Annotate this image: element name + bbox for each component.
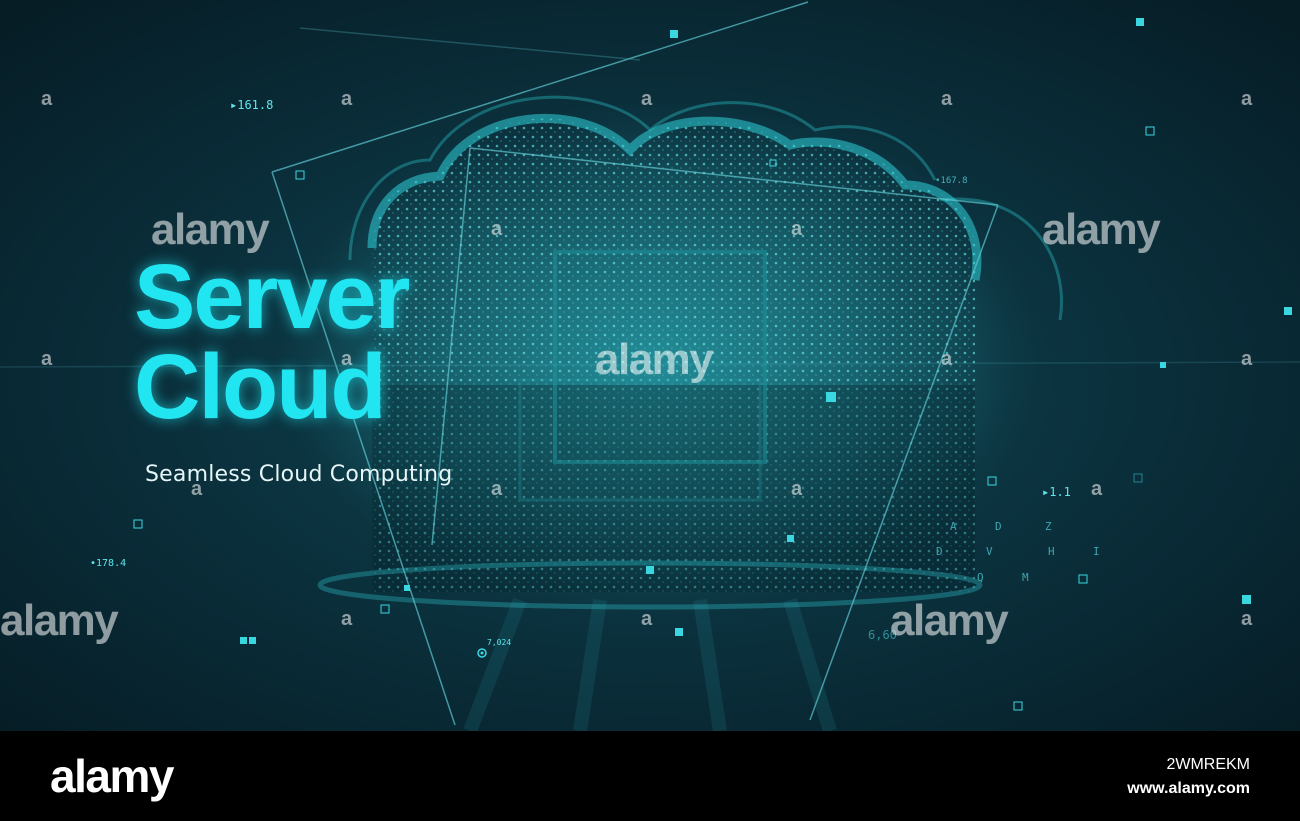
watermark-letter: a: [791, 218, 803, 240]
watermark-letter: a: [641, 88, 653, 110]
hero-scene: ▸161.8 •167.8 ▸1.1 •178.4 7,024 6,60 A D…: [0, 0, 1300, 731]
watermark: alamy: [595, 335, 714, 384]
wireframe-lines: [0, 1, 1300, 726]
watermark: alamy: [0, 596, 119, 645]
watermark: alamy: [890, 596, 1009, 645]
watermark-letter: a: [1241, 88, 1253, 110]
watermark-letter: a: [491, 218, 503, 240]
data-particles: [133, 18, 1292, 711]
cloud-data-matrix: [372, 118, 977, 592]
headline-line-2: Cloud: [134, 336, 387, 438]
watermark: alamy: [1042, 205, 1161, 254]
hud-letter: I: [1093, 545, 1100, 558]
watermark-letter: a: [791, 478, 803, 500]
background-graphics: [0, 1, 1300, 731]
watermark-letter: a: [941, 348, 953, 370]
alamy-logo: alamy: [50, 750, 174, 802]
hud-readout: ▸1.1: [1042, 485, 1071, 499]
hud-readout: ▸161.8: [230, 98, 274, 112]
hud-readout: 6,60: [868, 628, 897, 642]
site-url[interactable]: www.alamy.com: [1127, 780, 1250, 797]
watermark-letter: a: [341, 88, 353, 110]
hud-letter: V: [986, 545, 993, 558]
watermark-letter: a: [641, 608, 653, 630]
watermark-letter: a: [341, 608, 353, 630]
watermark-letter: a: [1091, 478, 1103, 500]
watermark-letter: a: [1241, 608, 1253, 630]
hud-readout: 7,024: [487, 638, 512, 647]
hud-letter: Z: [1045, 520, 1052, 533]
watermark-letter: a: [941, 88, 953, 110]
hud-readout: •167.8: [935, 176, 968, 186]
headline-line-1: Server: [134, 246, 410, 348]
watermark-letter: a: [191, 478, 203, 500]
hud-letter: D: [936, 545, 943, 558]
footer-image-info: 2WMREKM www.alamy.com: [1127, 753, 1250, 801]
watermark: alamy: [151, 205, 270, 254]
footer-bar: alamy 2WMREKM www.alamy.com: [0, 731, 1300, 821]
cloud-icon: [367, 113, 982, 281]
hud-letter: M: [1022, 571, 1029, 584]
watermark-letter: a: [491, 478, 503, 500]
hud-letter: A: [950, 520, 957, 533]
headline: Server Cloud: [134, 246, 410, 438]
image-id: 2WMREKM: [1166, 756, 1250, 773]
hud-letter: D: [995, 520, 1002, 533]
watermark-letter: a: [41, 348, 53, 370]
hud-letter: Q: [977, 571, 984, 584]
hud-readout: •178.4: [90, 558, 127, 569]
watermark-letter: a: [1241, 348, 1253, 370]
watermark-letter: a: [41, 88, 53, 110]
tagline: Seamless Cloud Computing: [145, 462, 453, 487]
watermark-letter: a: [341, 348, 353, 370]
hud-letter: H: [1048, 545, 1055, 558]
